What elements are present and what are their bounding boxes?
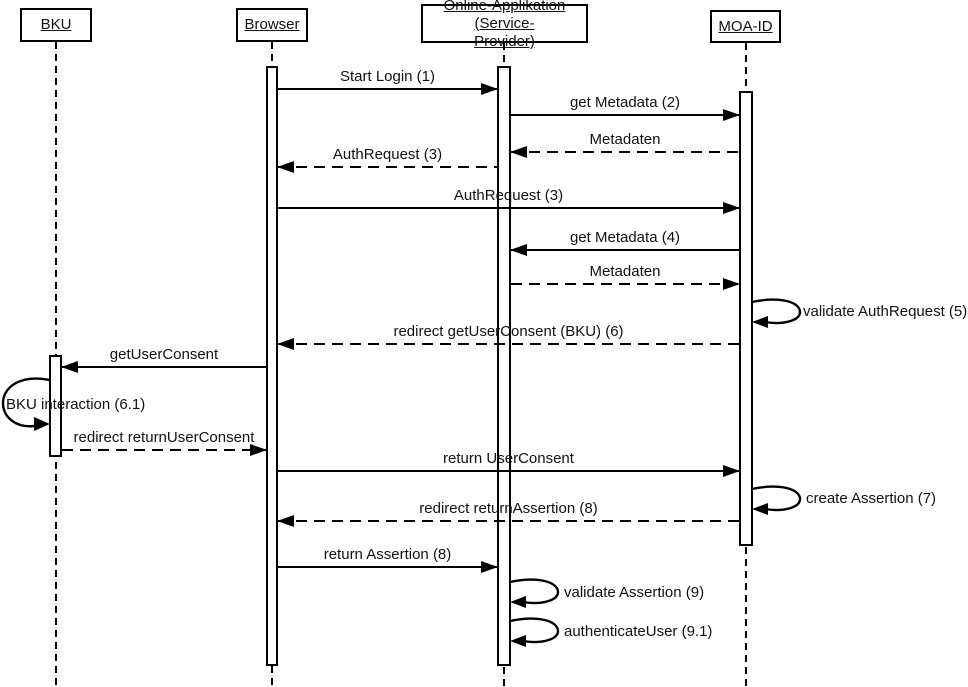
arrowhead-icon: [723, 278, 740, 290]
self-message-loop-validate-assertion: [509, 578, 560, 608]
actor-label-bku: BKU: [40, 16, 72, 33]
self-message-label: BKU interaction (6.1): [6, 396, 146, 413]
actor-box-moa-id: MOA-ID: [710, 10, 781, 43]
message-label: redirect returnAssertion (8): [419, 500, 598, 517]
message-get-metadata-2: get Metadata (2): [511, 93, 740, 121]
self-message-label: validate Assertion (9): [564, 584, 705, 601]
actor-box-bku: BKU: [20, 8, 92, 42]
activation-bar-browser: [266, 66, 278, 666]
activation-bar-service-provider: [497, 66, 511, 666]
message-redirect-returnassertion: redirect returnAssertion (8): [277, 499, 739, 527]
self-message-label: validate AuthRequest (5): [803, 303, 968, 320]
arrowhead-icon: [277, 338, 294, 350]
self-message-label: authenticateUser (9.1): [564, 623, 713, 640]
message-label: redirect returnUserConsent: [73, 429, 255, 446]
message-label: get Metadata (4): [569, 229, 681, 246]
actor-box-browser: Browser: [236, 8, 308, 42]
message-label: return UserConsent: [443, 450, 574, 467]
arrowhead-icon: [277, 161, 294, 173]
message-start-login: Start Login (1): [278, 67, 498, 95]
arrowhead-icon: [723, 465, 740, 477]
arrowhead-icon: [277, 515, 294, 527]
self-message-loop-bku-interaction: [1, 377, 51, 431]
message-label: get Metadata (2): [569, 94, 681, 111]
message-label: return Assertion (8): [323, 546, 452, 563]
message-label: getUserConsent: [109, 346, 219, 363]
message-label: Metadaten: [589, 263, 661, 280]
arrowhead-icon: [250, 444, 267, 456]
message-label: Start Login (1): [339, 68, 436, 85]
arrowhead-icon: [510, 146, 527, 158]
self-message-loop-authenticateuser: [509, 617, 560, 647]
message-getuserconsent: getUserConsent: [61, 345, 266, 373]
message-get-metadata-4: get Metadata (4): [510, 228, 739, 256]
message-return-assertion: return Assertion (8): [278, 545, 498, 573]
actor-box-service-provider: Online-Applikation (Service-Provider): [421, 0, 588, 50]
message-label: AuthRequest (3): [453, 187, 564, 204]
arrowhead-icon: [510, 244, 527, 256]
actor-label-browser: Browser: [244, 16, 300, 33]
self-message-loop-create-assertion: [751, 485, 802, 515]
arrowhead-icon: [723, 109, 740, 121]
arrowhead-icon: [61, 361, 78, 373]
self-message-loop-validate-authrequest: [751, 298, 802, 328]
self-message-label: create Assertion (7): [806, 490, 937, 507]
arrowhead-icon: [481, 83, 498, 95]
message-label: AuthRequest (3): [332, 146, 443, 163]
message-label: Metadaten: [589, 131, 661, 148]
activation-bar-bku: [49, 355, 62, 457]
activation-bar-moa-id: [739, 91, 753, 546]
message-label: redirect getUserConsent (BKU) (6): [393, 323, 624, 340]
message-redirect-getuserconsent: redirect getUserConsent (BKU) (6): [277, 322, 739, 350]
arrowhead-icon: [481, 561, 498, 573]
actor-label-service-provider: Online-Applikation (Service-Provider): [443, 0, 566, 50]
message-redirect-returnuserconsent: redirect returnUserConsent: [62, 428, 267, 456]
message-metadaten-return-2: Metadaten: [511, 262, 740, 290]
actor-label-moa-id: MOA-ID: [718, 17, 773, 35]
message-authrequest-return: AuthRequest (3): [277, 145, 497, 173]
message-authrequest-forward: AuthRequest (3): [278, 186, 740, 214]
message-return-userconsent: return UserConsent: [278, 449, 740, 477]
arrowhead-icon: [723, 202, 740, 214]
message-metadaten-return-1: Metadaten: [510, 130, 739, 158]
